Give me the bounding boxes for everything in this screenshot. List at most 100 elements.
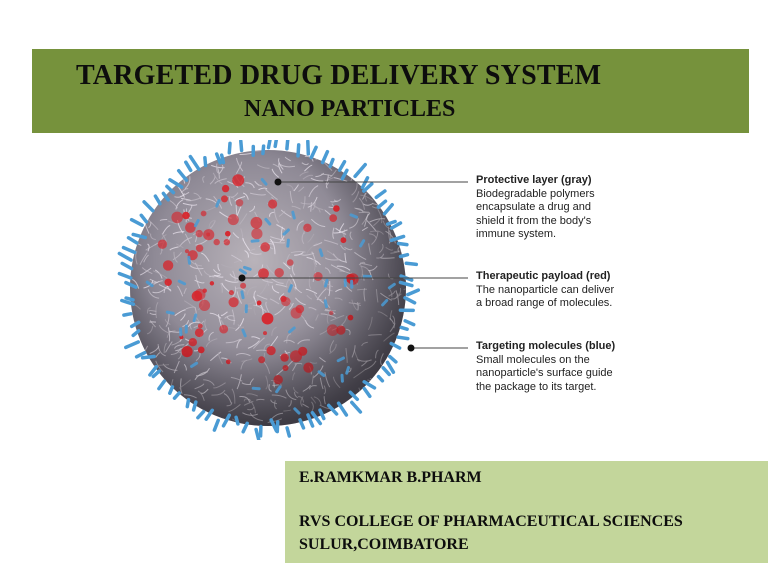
targeting-molecule [250, 239, 260, 243]
targeting-molecule [318, 248, 324, 257]
targeting-molecule [396, 241, 409, 247]
targeting-molecule [374, 189, 387, 200]
targeting-molecule [362, 182, 374, 193]
targeting-molecule [337, 159, 347, 172]
targeting-molecule [362, 386, 372, 399]
targeting-molecule [122, 312, 133, 317]
targeting-molecule [282, 228, 290, 236]
targeting-molecule [385, 219, 397, 226]
targeting-molecule [240, 290, 245, 300]
targeting-molecule [120, 261, 134, 271]
targeting-molecule [227, 141, 232, 155]
targeting-molecule [275, 385, 282, 394]
label-description: Small molecules on the nanoparticle's su… [476, 353, 613, 393]
targeting-molecule [381, 366, 391, 377]
targeting-molecule [129, 320, 141, 329]
targeting-molecule [168, 178, 184, 189]
targeting-molecule [241, 421, 249, 434]
targeting-molecule [359, 239, 366, 248]
targeting-molecule [214, 152, 222, 165]
pointer-dot-payload [238, 274, 246, 282]
institution-name: RVS COLLEGE OF PHARMACEUTICAL SCIENCES [299, 513, 683, 530]
targeting-molecule [385, 360, 396, 374]
targeting-molecule [389, 341, 402, 350]
targeting-molecule [349, 213, 359, 219]
targeting-molecule [350, 400, 363, 414]
targeting-molecule [287, 284, 293, 293]
targeting-molecule [285, 426, 292, 438]
institution-location: SULUR,COIMBATORE [299, 536, 469, 553]
targeting-molecule [310, 410, 323, 426]
targeting-molecule [165, 310, 175, 315]
targeting-molecule [203, 156, 208, 168]
targeting-molecule [172, 391, 181, 400]
label-description: The nanoparticle can deliver a broad ran… [476, 283, 615, 310]
targeting-molecule [241, 328, 247, 338]
targeting-molecule [340, 168, 349, 181]
targeting-molecule [353, 162, 367, 179]
targeting-molecule [403, 319, 416, 327]
label-protective-layer: Protective layer (gray) Biodegradable po… [476, 174, 646, 242]
targeting-molecule [193, 219, 200, 228]
targeting-molecule [261, 144, 266, 156]
pointer-dot-protective [274, 178, 282, 186]
targeting-molecule [291, 210, 296, 220]
targeting-molecule [151, 369, 161, 379]
targeting-molecule [298, 418, 306, 430]
targeting-molecule [191, 400, 198, 412]
targeting-molecule [204, 408, 215, 421]
targeting-molecule [264, 217, 272, 226]
targeting-molecule [360, 176, 370, 190]
targeting-molecule [326, 403, 339, 416]
title-bar: TARGETED DRUG DELIVERY SYSTEM NANO PARTI… [32, 49, 749, 133]
label-heading: Therapeutic payload (red) [476, 270, 611, 282]
targeting-molecule [273, 133, 279, 149]
targeting-molecule [306, 413, 315, 428]
targeting-molecule [381, 299, 389, 307]
targeting-molecule [239, 139, 244, 153]
targeting-molecule [120, 298, 136, 306]
targeting-molecule [190, 361, 199, 368]
targeting-molecule [215, 199, 221, 208]
targeting-molecule [323, 278, 329, 288]
targeting-molecule [348, 390, 360, 402]
targeting-molecule [403, 296, 417, 305]
pointer-dot-targeting [407, 344, 415, 352]
targeting-molecule [139, 213, 149, 224]
targeting-molecule [176, 168, 189, 182]
targeting-molecule [388, 354, 398, 364]
targeting-molecule [296, 143, 301, 158]
targeting-molecule [382, 202, 394, 216]
targeting-molecule [269, 418, 279, 433]
targeting-molecule [376, 374, 385, 383]
targeting-molecule [309, 145, 318, 160]
targeting-molecule [306, 139, 311, 156]
targeting-molecule [145, 280, 154, 288]
targeting-molecule [398, 280, 414, 288]
targeting-molecule [142, 200, 155, 213]
targeting-molecule [184, 160, 193, 173]
nanoparticle-figure: Protective layer (gray) Biodegradable po… [110, 133, 650, 443]
targeting-molecule [389, 234, 406, 243]
targeting-molecule [362, 380, 377, 390]
targeting-molecule [404, 261, 419, 267]
targeting-molecule [124, 340, 140, 350]
targeting-molecule [192, 313, 198, 323]
targeting-molecule [131, 329, 141, 338]
targeting-molecule [187, 255, 191, 265]
targeting-molecule [286, 238, 290, 248]
targeting-molecule [399, 325, 409, 331]
targeting-molecule [134, 350, 147, 359]
targeting-molecule [177, 279, 187, 286]
targeting-molecule [161, 191, 170, 202]
targeting-molecule [266, 134, 273, 150]
targeting-molecule [406, 288, 421, 297]
targeting-molecule [124, 280, 138, 289]
targeting-molecule [117, 271, 133, 280]
targeting-molecule [157, 379, 167, 391]
targeting-molecule [336, 356, 345, 363]
targeting-molecule [212, 418, 220, 432]
targeting-molecule [260, 178, 268, 186]
targeting-molecule [117, 251, 133, 262]
targeting-molecule [285, 137, 290, 151]
